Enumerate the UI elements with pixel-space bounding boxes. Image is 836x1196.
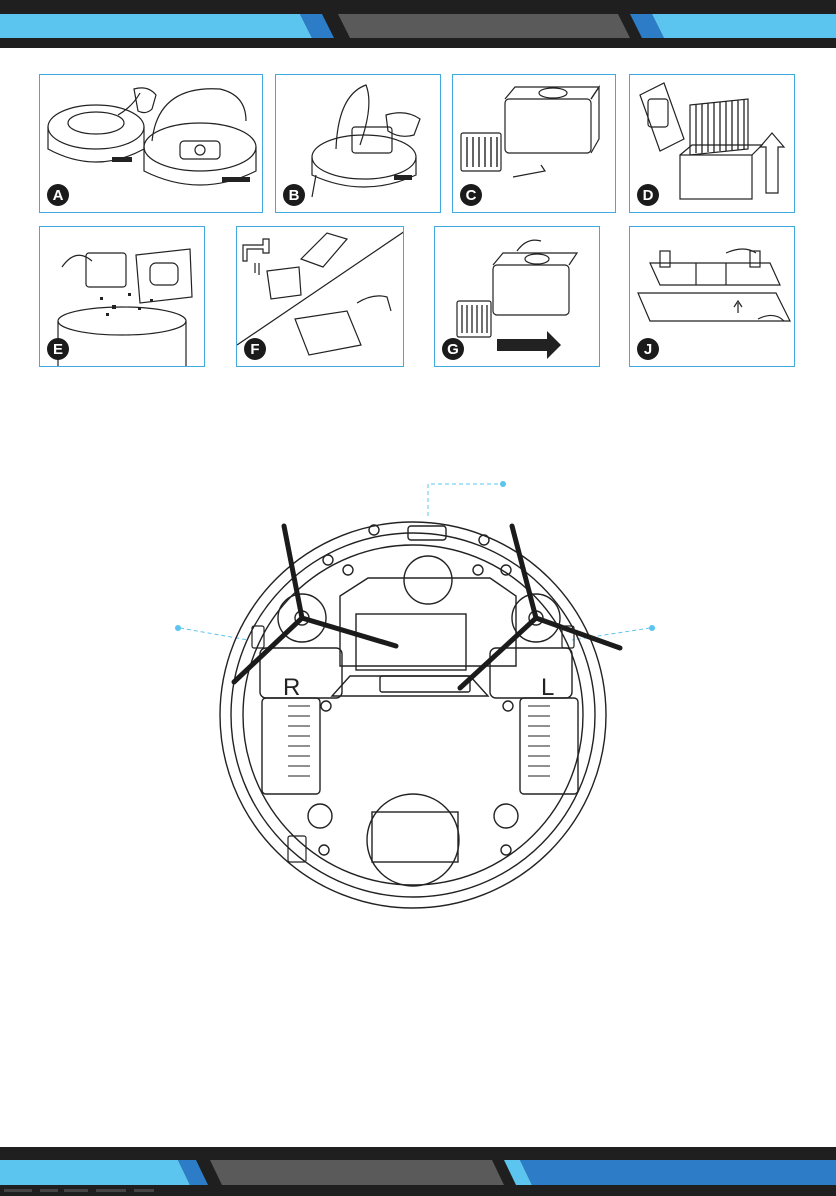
step-badge-f: F bbox=[244, 338, 266, 360]
footer-band bbox=[0, 1147, 836, 1196]
step-panel-g: G bbox=[434, 226, 600, 367]
step-badge-g: G bbox=[442, 338, 464, 360]
step-panel-a: A bbox=[39, 74, 263, 213]
robot-outer-shell bbox=[220, 522, 606, 908]
step-panel-c: C bbox=[452, 74, 616, 213]
left-brush-bristle-outer bbox=[536, 618, 620, 648]
callout-line-top bbox=[428, 484, 500, 516]
left-brush-bristle-inner bbox=[460, 618, 536, 688]
step-badge-a: A bbox=[47, 184, 69, 206]
callout-dot-left bbox=[175, 625, 181, 631]
callout-dot-top bbox=[500, 481, 506, 487]
step-panel-j: J bbox=[629, 226, 795, 367]
robot-lid-open-illustration bbox=[40, 75, 263, 213]
callout-dot-right bbox=[649, 625, 655, 631]
wheel-label-left: L bbox=[541, 674, 554, 702]
step-badge-e: E bbox=[47, 338, 69, 360]
step-panel-e: E bbox=[39, 226, 205, 367]
step-badge-d: D bbox=[637, 184, 659, 206]
step-badge-b: B bbox=[283, 184, 305, 206]
step-panel-d: D bbox=[629, 74, 795, 213]
front-caster-wheel bbox=[404, 556, 452, 604]
step-panel-b: B bbox=[275, 74, 441, 213]
header-band bbox=[0, 0, 836, 48]
battery-cover bbox=[367, 794, 459, 886]
step-panel-f: F bbox=[236, 226, 404, 367]
step-badge-c: C bbox=[460, 184, 482, 206]
right-brush-bristle-inner bbox=[302, 618, 396, 646]
step-badge-j: J bbox=[637, 338, 659, 360]
wheel-label-right: R bbox=[283, 674, 300, 702]
robot-underside-diagram bbox=[160, 470, 680, 920]
